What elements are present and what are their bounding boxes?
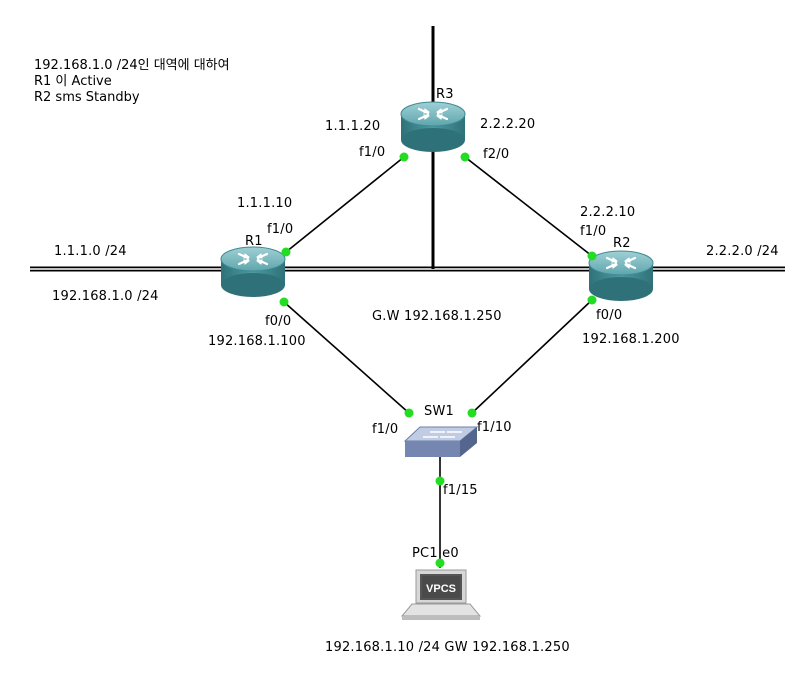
r3-right-ip: 2.2.2.20 xyxy=(480,117,536,132)
net-lan-label: 192.168.1.0 /24 xyxy=(52,289,159,304)
r1-f0-0-label: f0/0 xyxy=(265,314,292,329)
port-r2-f0-0 xyxy=(587,295,597,305)
r1-f1-0-label: f1/0 xyxy=(267,222,294,237)
port-dots xyxy=(279,152,597,568)
sw1-name: SW1 xyxy=(424,404,454,419)
router-r1[interactable] xyxy=(219,245,287,299)
r3-f2-0-label: f2/0 xyxy=(483,147,510,162)
r3-f1-0-label: f1/0 xyxy=(359,145,386,160)
gateway-label: G.W 192.168.1.250 xyxy=(372,309,502,324)
link-r2-sw1 xyxy=(471,299,593,414)
pc-address-label: 192.168.1.10 /24 GW 192.168.1.250 xyxy=(325,640,570,655)
r2-name: R2 xyxy=(613,236,631,251)
pc1-name: PC1 e0 xyxy=(412,546,459,561)
router-r2[interactable] xyxy=(587,249,655,303)
note-line-3: R2 sms Standby xyxy=(34,90,140,105)
r2-f1-0-label: f1/0 xyxy=(580,224,607,239)
sw1-f1-15-label: f1/15 xyxy=(443,483,478,498)
r1-name: R1 xyxy=(245,234,263,249)
net-right-label: 2.2.2.0 /24 xyxy=(706,244,779,259)
note-line-1: 192.168.1.0 /24인 대역에 대하여 xyxy=(34,58,230,73)
r1-f1-ip: 1.1.1.10 xyxy=(237,196,293,211)
switch-sw1[interactable] xyxy=(403,426,479,457)
pc-screen-label: VPCS xyxy=(426,583,456,595)
port-sw1-f1-0 xyxy=(404,408,414,418)
sw1-f1-10-label: f1/10 xyxy=(477,420,512,435)
r3-left-ip: 1.1.1.20 xyxy=(325,119,381,134)
port-sw1-f1-15 xyxy=(435,476,445,486)
r2-f0-0-label: f0/0 xyxy=(596,308,623,323)
net-left-label: 1.1.1.0 /24 xyxy=(54,244,127,259)
port-r1-f0-0 xyxy=(279,297,289,307)
link-r3-r2 xyxy=(464,156,593,257)
link-r1-sw1 xyxy=(283,301,410,414)
sw1-f1-0-label: f1/0 xyxy=(372,422,399,437)
pc-vpcs[interactable]: VPCS xyxy=(400,569,482,620)
port-r3-f2-0 xyxy=(460,152,470,162)
port-pc1-e0 xyxy=(435,558,445,568)
r2-f1-ip: 2.2.2.10 xyxy=(580,205,636,220)
port-r3-f1-0 xyxy=(399,152,409,162)
port-sw1-f1-10 xyxy=(467,408,477,418)
r1-f0-ip: 192.168.1.100 xyxy=(208,334,306,349)
note-line-2: R1 이 Active xyxy=(34,74,112,89)
router-r3[interactable] xyxy=(399,100,467,154)
r3-name: R3 xyxy=(436,87,454,102)
r2-f0-ip: 192.168.1.200 xyxy=(582,332,680,347)
port-r2-f1-0 xyxy=(587,251,597,261)
scenario-note: 192.168.1.0 /24인 대역에 대하여 R1 이 Active R2 … xyxy=(34,58,230,106)
link-r3-r1 xyxy=(285,156,405,253)
port-r1-f1-0 xyxy=(281,247,291,257)
